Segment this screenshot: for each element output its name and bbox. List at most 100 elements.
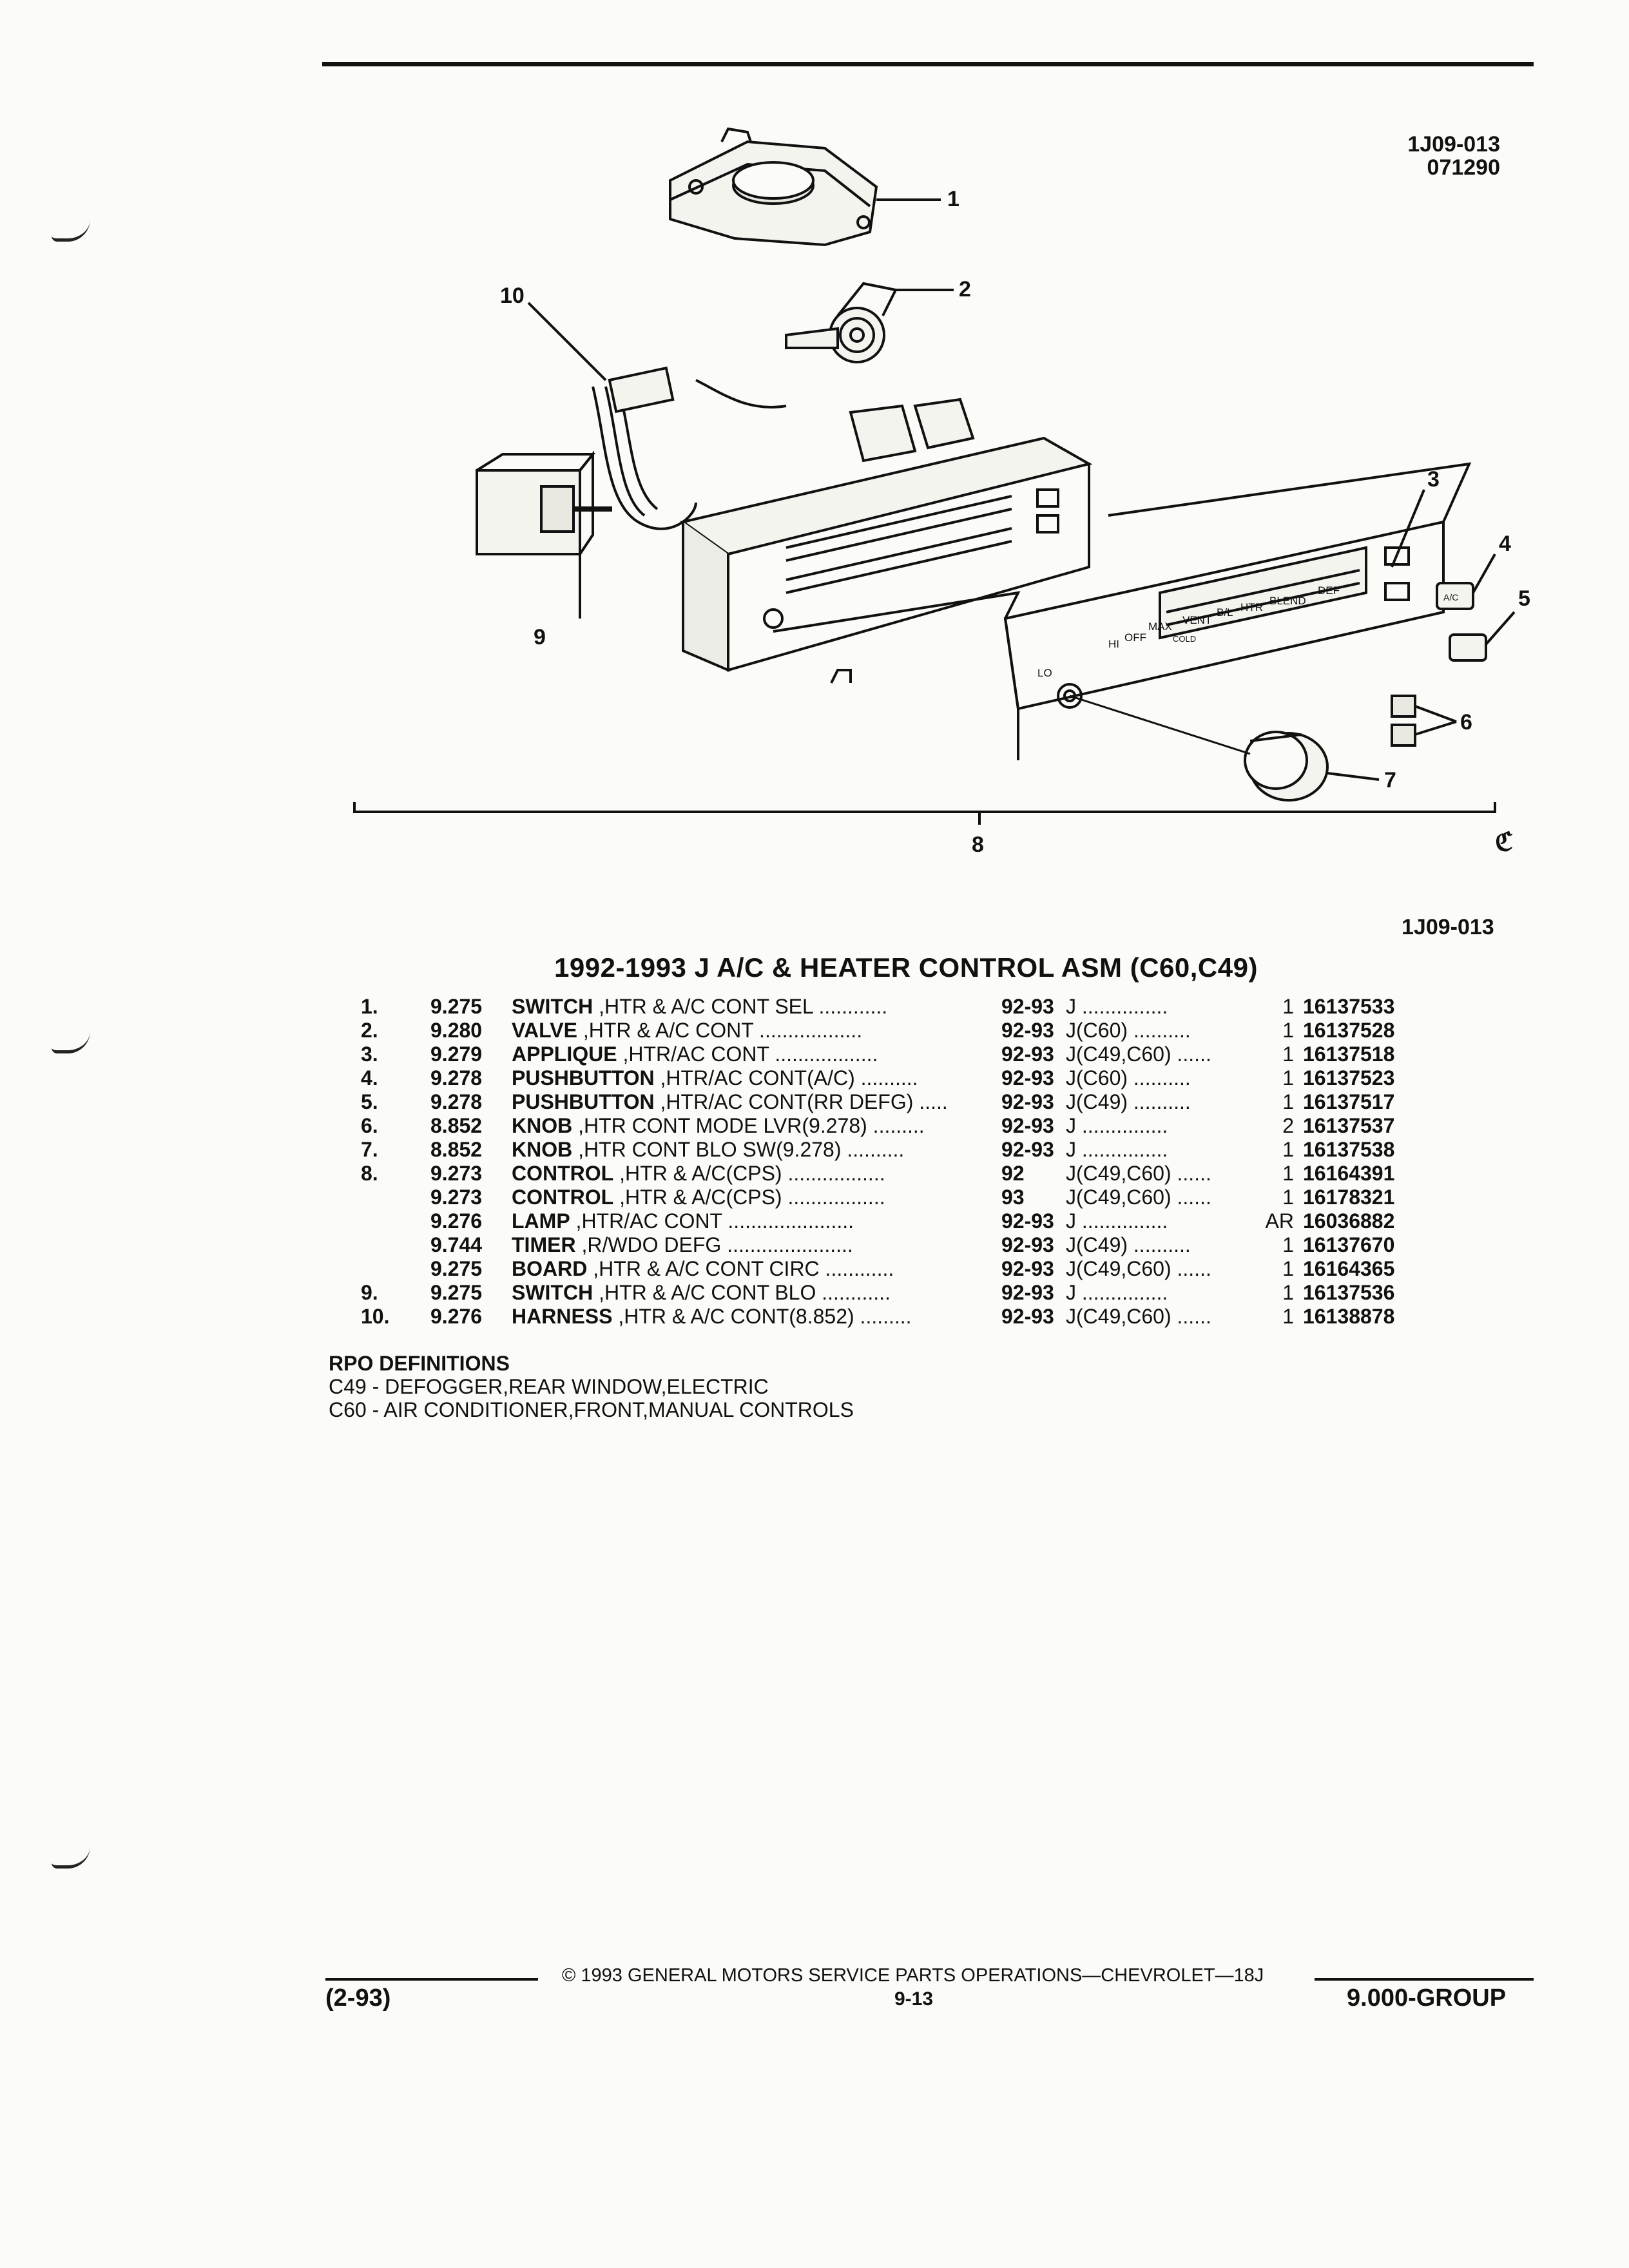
leader-4 — [1472, 553, 1496, 593]
leader-dots: .................. — [769, 1043, 878, 1066]
row-index: 8. — [361, 1162, 378, 1185]
part-detail: ,HTR CONT MODE LVR(9.278) — [572, 1114, 867, 1137]
part-name: CONTROL — [512, 1162, 614, 1185]
application: J ............... — [1066, 1209, 1168, 1233]
callout-1: 1 — [947, 187, 959, 211]
group-number: 8.852 — [430, 1138, 483, 1161]
part-name: TIMER — [512, 1233, 576, 1256]
part-number: 16137523 — [1303, 1066, 1395, 1090]
leader-dots: .......... — [854, 1066, 918, 1090]
row-index: 5. — [361, 1090, 378, 1113]
row-index — [361, 1209, 430, 1233]
part-detail: ,HTR & A/C CONT BLO — [593, 1281, 816, 1304]
group-number: 9.280 — [430, 1019, 483, 1042]
model-years: 92-93 — [1001, 1090, 1054, 1113]
part-detail: ,HTR/AC CONT(RR DEFG) — [654, 1090, 914, 1113]
application: J ............... — [1066, 1114, 1168, 1137]
model-years: 92-93 — [1001, 1043, 1054, 1066]
leader-6 — [1414, 705, 1457, 736]
part-detail: ,HTR & A/C CONT SEL — [593, 995, 813, 1018]
part-name: PUSHBUTTON — [512, 1090, 655, 1113]
quantity: 1 — [1282, 1162, 1294, 1185]
application: J(C60) .......... — [1066, 1066, 1191, 1090]
model-years: 92-93 — [1001, 1138, 1054, 1161]
callout-3: 3 — [1427, 467, 1440, 492]
panel-label-htr: HTR — [1240, 601, 1263, 613]
part-detail: ,HTR & A/C CONT(8.852) — [612, 1305, 854, 1328]
leader-3 — [1391, 489, 1425, 568]
group-number: 9.744 — [430, 1233, 483, 1256]
part-detail: ,HTR/AC CONT — [617, 1043, 769, 1066]
part-name: CONTROL — [512, 1186, 614, 1209]
application: J ............... — [1066, 995, 1168, 1018]
binder-mark — [52, 219, 90, 242]
panel-label-off: OFF — [1124, 631, 1146, 644]
group-number: 9.279 — [430, 1043, 483, 1066]
part-number: 16137670 — [1303, 1233, 1395, 1256]
row-index: 3. — [361, 1043, 378, 1066]
part-number: 16178321 — [1303, 1186, 1395, 1209]
callout-9: 9 — [534, 625, 546, 649]
application: J(C49,C60) ...... — [1066, 1043, 1211, 1066]
part-description: SWITCH ,HTR & A/C CONT BLO ............ — [512, 1281, 1001, 1305]
callout-10: 10 — [500, 284, 525, 308]
part-7-blower-knob — [1069, 695, 1329, 802]
quantity: 1 — [1282, 1043, 1294, 1066]
part-6-mode-knobs — [1391, 695, 1416, 747]
reference-code: 1J09-013 071290 — [1407, 133, 1500, 179]
part-detail: ,HTR & A/C(CPS) — [613, 1162, 782, 1185]
application: J ............... — [1066, 1281, 1168, 1304]
parts-row: 3. 9.279 APPLIQUE ,HTR/AC CONT ...........… — [361, 1043, 1394, 1066]
part-name: PUSHBUTTON — [512, 1066, 655, 1090]
row-index — [361, 1257, 430, 1281]
quantity: 1 — [1282, 1257, 1294, 1280]
exploded-parts-diagram: 1 2 3 4 5 6 7 8 9 10 LO HI OFF MAX VENT … — [353, 127, 1530, 857]
quantity: 1 — [1282, 1233, 1294, 1256]
application: J ............... — [1066, 1138, 1168, 1161]
rpo-heading: RPO DEFINITIONS — [329, 1352, 510, 1375]
part-number: 16137518 — [1303, 1043, 1395, 1066]
leader-dots: ......... — [867, 1114, 925, 1137]
footer-date: (2-93) — [325, 1984, 391, 2012]
leader-dots: ..... — [913, 1090, 948, 1113]
part-name: LAMP — [512, 1209, 570, 1233]
part-description: LAMP ,HTR/AC CONT ...................... — [512, 1209, 1001, 1233]
model-years: 92-93 — [1001, 1257, 1054, 1280]
group-number: 9.275 — [430, 1281, 483, 1304]
part-name: VALVE — [512, 1019, 577, 1042]
group-number: 9.273 — [430, 1186, 483, 1209]
model-years: 92 — [1001, 1162, 1025, 1185]
panel-label-bl: B/L — [1217, 606, 1233, 619]
part-number: 16164391 — [1303, 1162, 1395, 1185]
rpo-definitions: RPO DEFINITIONS C49 - DEFOGGER,REAR WIND… — [329, 1352, 854, 1421]
group-number: 9.276 — [430, 1209, 483, 1233]
part-name: APPLIQUE — [512, 1043, 617, 1066]
model-years: 92-93 — [1001, 1233, 1054, 1256]
panel-label-lo: LO — [1037, 667, 1052, 679]
part-number: 16137537 — [1303, 1114, 1395, 1137]
quantity: 1 — [1282, 1138, 1294, 1161]
callout-2: 2 — [959, 277, 971, 302]
part-description: PUSHBUTTON ,HTR/AC CONT(A/C) .......... — [512, 1066, 1001, 1090]
panel-label-vent: VENT — [1182, 614, 1211, 626]
quantity: 1 — [1282, 995, 1294, 1018]
top-rule — [322, 62, 1534, 66]
leader-dots: ...................... — [722, 1209, 854, 1233]
leader-10 — [527, 302, 607, 381]
model-years: 92-93 — [1001, 1209, 1054, 1233]
panel-label-max: MAX — [1148, 620, 1172, 633]
part-detail: ,HTR & A/C(CPS) — [613, 1186, 782, 1209]
part-name: BOARD — [512, 1257, 588, 1280]
part-number: 16164365 — [1303, 1257, 1395, 1280]
model-years: 92-93 — [1001, 1114, 1054, 1137]
group-label: 9.000-GROUP — [1347, 1984, 1507, 2012]
application: J(C49,C60) ...... — [1066, 1257, 1211, 1280]
leader-dots: ............ — [819, 1257, 894, 1280]
part-number: 16137536 — [1303, 1281, 1395, 1304]
part-name: HARNESS — [512, 1305, 613, 1328]
